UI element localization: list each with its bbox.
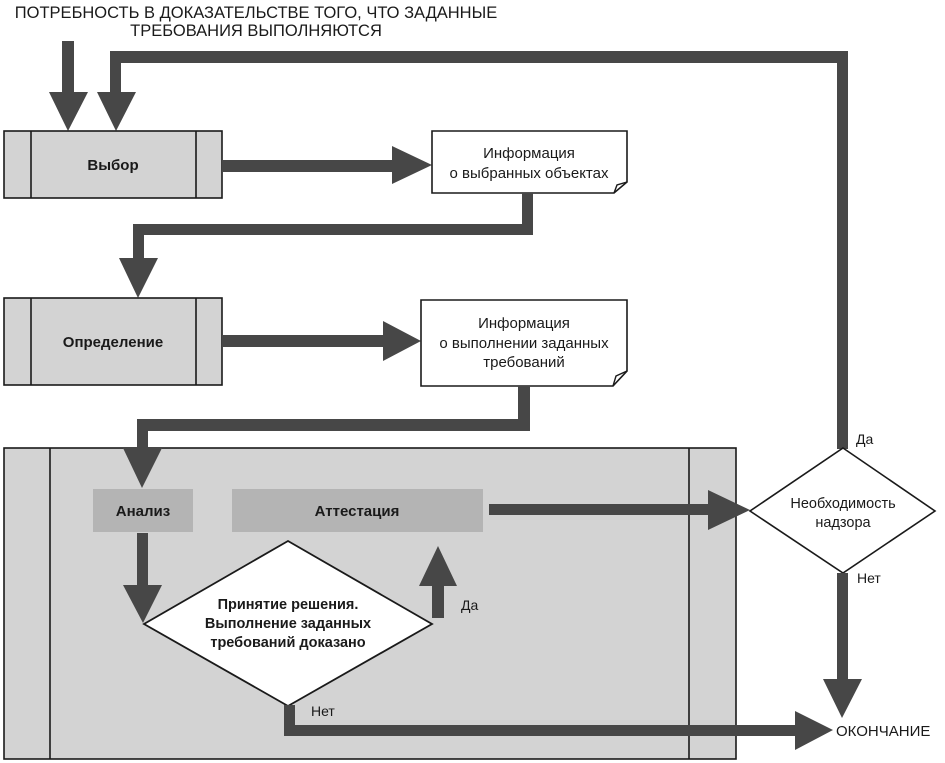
decision-proven: Принятие решения. Выполнение заданных тр… bbox=[142, 539, 434, 708]
end-label: ОКОНЧАНИЕ bbox=[836, 723, 930, 740]
subprocess-attestation-label: Аттестация bbox=[315, 503, 400, 520]
subprocess-analysis: Анализ bbox=[93, 489, 193, 532]
arrow-supervision-no-to-end bbox=[823, 573, 862, 718]
arrow-decision-no-to-end bbox=[284, 705, 833, 750]
label-decision-no: Нет bbox=[311, 703, 335, 719]
process-select-label: Выбор bbox=[87, 157, 138, 174]
decision-proven-line-3: требований доказано bbox=[210, 635, 365, 651]
arrow-decision-yes-to-attestation bbox=[419, 546, 457, 618]
diagram-title-line-1: ПОТРЕБНОСТЬ В ДОКАЗАТЕЛЬСТВЕ ТОГО, ЧТО З… bbox=[15, 4, 497, 22]
arrow-select-to-info bbox=[222, 146, 432, 184]
document-compliance-info-line-1: Информация bbox=[478, 315, 570, 332]
input-arrow bbox=[49, 41, 88, 131]
label-supervision-yes: Да bbox=[856, 431, 873, 447]
document-selected-info-line-1: Информация bbox=[483, 145, 575, 162]
decision-supervision: Необходимость надзора bbox=[748, 447, 937, 574]
arrow-determine-to-info bbox=[222, 321, 421, 361]
arrow-info-to-determine bbox=[119, 193, 533, 298]
process-determine-label: Определение bbox=[63, 334, 163, 351]
document-compliance-info-line-2: о выполнении заданных bbox=[439, 335, 609, 352]
document-selected-info-line-2: о выбранных объектах bbox=[450, 165, 609, 182]
subprocess-attestation: Аттестация bbox=[232, 489, 483, 532]
document-selected-info: Информация о выбранных объектах bbox=[431, 130, 628, 194]
arrow-analysis-to-decision bbox=[123, 533, 162, 623]
diagram-title-line-2: ТРЕБОВАНИЯ ВЫПОЛНЯЮТСЯ bbox=[130, 22, 382, 40]
document-compliance-info: Информация о выполнении заданных требова… bbox=[420, 299, 628, 387]
decision-supervision-line-1: Необходимость bbox=[790, 496, 895, 512]
feedback-loop-arrow bbox=[97, 51, 848, 449]
decision-proven-line-2: Выполнение заданных bbox=[205, 616, 371, 632]
decision-supervision-line-2: надзора bbox=[815, 515, 871, 531]
label-supervision-no: Нет bbox=[857, 570, 881, 586]
process-select: Выбор bbox=[3, 130, 223, 199]
arrow-attestation-to-supervision bbox=[489, 490, 750, 530]
document-compliance-info-line-3: требований bbox=[483, 354, 565, 371]
decision-proven-line-1: Принятие решения. bbox=[218, 597, 359, 613]
subprocess-analysis-label: Анализ bbox=[116, 503, 170, 520]
label-decision-yes: Да bbox=[461, 597, 478, 613]
process-determine: Определение bbox=[3, 297, 223, 386]
